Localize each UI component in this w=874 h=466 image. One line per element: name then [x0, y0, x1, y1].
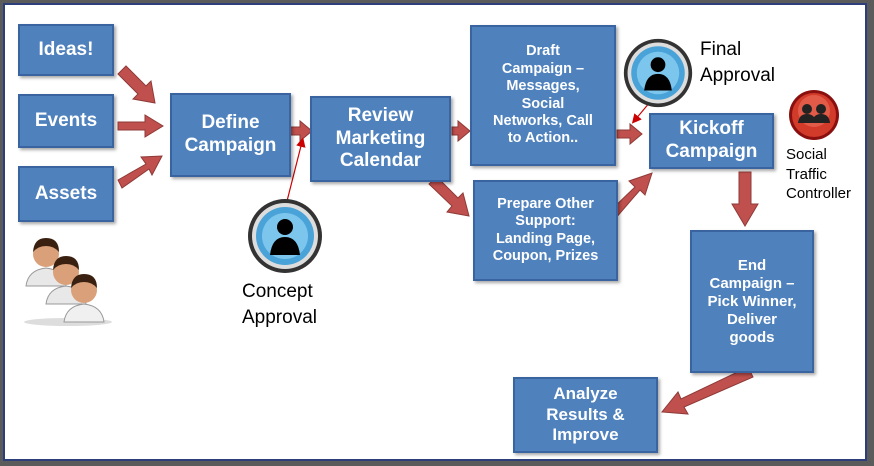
box-review-marketing-calendar: Review Marketing Calendar: [310, 96, 451, 182]
arrow-define-review: [287, 119, 313, 143]
person-blue-icon: [248, 199, 322, 273]
arrow-end-analyze: [661, 366, 754, 415]
users-group-icon: [24, 238, 112, 326]
concept-approval-label: Concept Approval: [242, 281, 317, 328]
box-events: Events: [18, 94, 114, 148]
box-kickoff-campaign: Kickoff Campaign: [649, 113, 774, 169]
arrow-assets-define: [117, 155, 163, 189]
box-assets: Assets: [18, 166, 114, 222]
social-traffic-controller-label: Social Traffic Controller: [786, 146, 852, 202]
box-analyze-results: Analyze Results & Improve: [513, 377, 658, 453]
arrow-events-define: [117, 114, 164, 138]
people-red-icon: [789, 90, 839, 140]
arrow-review-prepare: [428, 176, 470, 217]
final-approval-label: Final Approval: [700, 39, 775, 86]
arrow-kickoff-end: [731, 171, 759, 227]
box-define-campaign: Define Campaign: [170, 93, 291, 177]
person-blue-icon-final: [623, 38, 693, 108]
arrow-ideas-define: [117, 65, 156, 104]
box-draft-campaign: Draft Campaign – Messages, Social Networ…: [470, 25, 616, 166]
concept-approval-connector: [285, 137, 306, 206]
box-end-campaign: End Campaign – Pick Winner, Deliver good…: [690, 230, 814, 373]
arrow-draft-kickoff: [616, 122, 643, 146]
arrow-prepare-kickoff: [608, 172, 653, 220]
box-ideas: Ideas!: [18, 24, 114, 76]
box-prepare-support: Prepare Other Support: Landing Page, Cou…: [473, 180, 618, 281]
arrow-review-draft: [451, 119, 471, 143]
